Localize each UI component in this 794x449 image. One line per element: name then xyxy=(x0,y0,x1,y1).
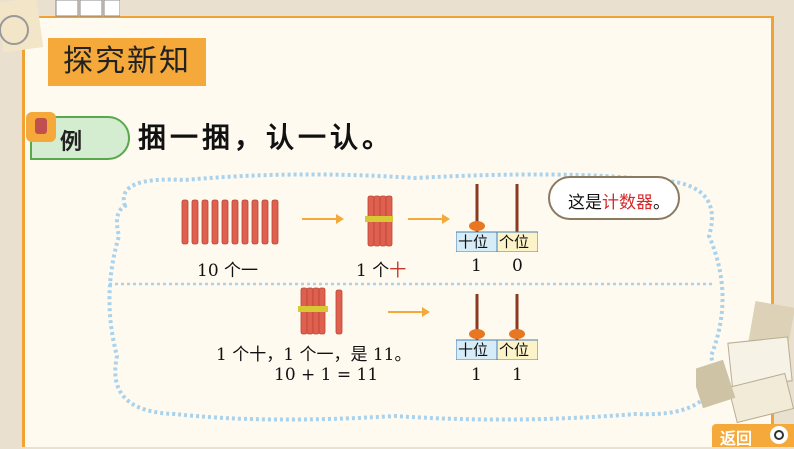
ten-loose-sticks xyxy=(181,199,279,245)
bundle-and-one-stick-icon xyxy=(298,287,343,335)
tens-place-label: 十位 xyxy=(458,341,489,359)
abacus-counter xyxy=(456,294,538,360)
speech-prefix: 这是 xyxy=(568,193,602,213)
row2-statement: 1 个十，1 个一，是 11。 xyxy=(216,345,412,365)
slide-frame xyxy=(22,18,774,447)
back-button[interactable]: 返回 xyxy=(712,424,794,448)
arrow-icon xyxy=(388,307,430,317)
ones-value: 1 xyxy=(512,365,523,385)
abacus-counter xyxy=(456,184,538,252)
ones-place-label: 个位 xyxy=(499,233,530,251)
back-button-label: 返回 xyxy=(720,429,753,448)
speech-highlight: 计数器 xyxy=(602,193,653,213)
example-tag-label: 例 xyxy=(60,130,83,155)
ones-value: 0 xyxy=(512,256,523,276)
arrow-icon xyxy=(408,214,450,224)
arrow-icon xyxy=(302,214,344,224)
bundle-of-ten-icon xyxy=(365,195,393,247)
speech-bubble: 这是计数器。 xyxy=(548,176,680,220)
tens-place-label: 十位 xyxy=(458,233,489,251)
search-icon[interactable] xyxy=(770,426,788,444)
row2-equation: 10 + 1 = 11 xyxy=(274,365,379,385)
example-tag: 例 xyxy=(26,112,130,160)
ten-ones-label: 10 个一 xyxy=(197,261,259,281)
stationery-decoration xyxy=(696,300,794,424)
ones-place-label: 个位 xyxy=(499,341,530,359)
speech-suffix: 。 xyxy=(653,193,670,213)
example-heading: 捆一捆，认一认。 xyxy=(138,121,395,154)
corner-decoration xyxy=(0,0,120,53)
section-title: 探究新知 xyxy=(48,38,206,86)
tens-value: 1 xyxy=(471,256,482,276)
one-ten-label: 1 个十 xyxy=(356,261,407,281)
book-icon xyxy=(26,112,56,142)
tens-value: 1 xyxy=(471,365,482,385)
